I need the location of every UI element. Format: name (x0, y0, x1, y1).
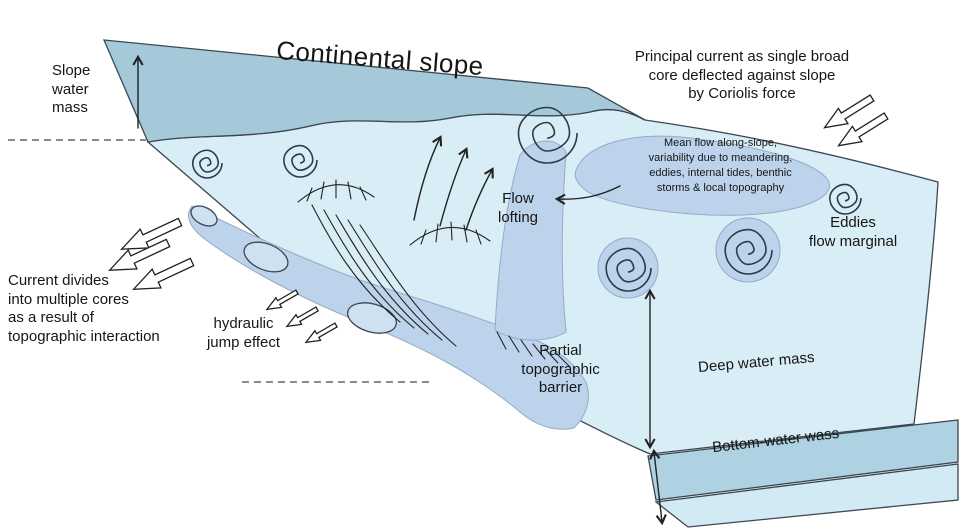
core-ellipse (190, 205, 218, 227)
core-ellipse (347, 302, 397, 334)
label-flow-lofting: Flow lofting (497, 190, 539, 226)
lofting-arrow (413, 135, 443, 221)
sediment-mound (409, 221, 491, 246)
lofting-arrow (465, 167, 494, 231)
core-ellipse (243, 241, 289, 273)
label-mean-flow: Mean flow along-slope, variability due t… (648, 137, 793, 194)
cascade-hatch (496, 331, 571, 368)
block-arrow-icon (302, 319, 340, 348)
lofting-column (494, 140, 567, 341)
label-partial-barrier: Partial topographic barrier (521, 342, 600, 397)
label-eddies-marginal: Eddies flow marginal (808, 214, 898, 250)
label-current-divides: Current divides into multiple cores as a… (8, 272, 160, 345)
continental-slope-band (102, 39, 646, 143)
bottom-water-double-arrow (649, 448, 667, 526)
block-arrow-icon (263, 286, 301, 315)
label-hydraulic-jump: hydraulic jump effect (206, 315, 281, 351)
eddy-circle (597, 237, 659, 299)
sediment-mound (297, 179, 375, 203)
label-principal-current: Principal current as single broad core d… (634, 48, 850, 103)
mean-flow-arrow (554, 185, 621, 205)
mean-flow-blob (574, 135, 831, 216)
lower-water-band (654, 463, 959, 528)
lofting-arrow (439, 147, 469, 227)
streamlines (311, 204, 457, 347)
label-slope-water-mass: Slope water mass (52, 62, 91, 117)
